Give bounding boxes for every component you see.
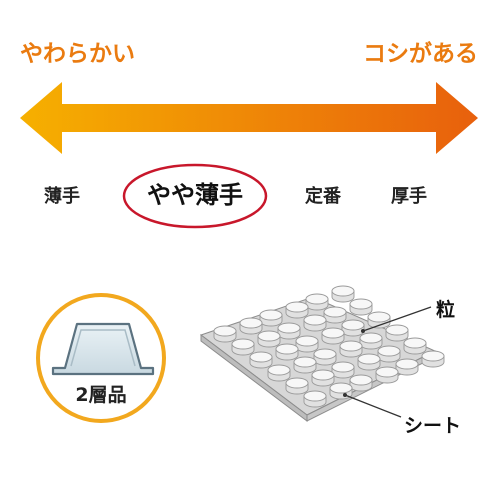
bumper-grain — [331, 285, 355, 303]
bumper-grain — [359, 332, 383, 350]
two-layer-badge — [36, 293, 166, 423]
bumper-grain — [293, 356, 317, 374]
highlight-ring — [122, 163, 268, 229]
bumper-grain — [313, 348, 337, 366]
bumper-grain — [403, 337, 427, 355]
bumper-grain — [357, 353, 381, 371]
bumper-grain — [331, 361, 355, 379]
bumper-grain — [321, 327, 345, 345]
bumper-grain — [303, 390, 327, 408]
bumper-grain — [249, 351, 273, 369]
bumper-grain — [349, 298, 373, 316]
bumper-grain — [377, 345, 401, 363]
bumper-grain — [385, 324, 409, 342]
bumper-grain — [259, 309, 283, 327]
softness-label: やわらかい — [20, 41, 135, 67]
scale-level-standard: 定番 — [305, 186, 341, 207]
bumper-grain — [339, 340, 363, 358]
bumper-grain — [311, 369, 335, 387]
bumper-grains — [213, 285, 445, 408]
bumper-grain — [303, 314, 327, 332]
bumper-grain — [375, 366, 399, 384]
layer-profile-icon — [51, 322, 155, 376]
bumper-grain — [275, 343, 299, 361]
bumper-grain — [285, 301, 309, 319]
bumper-grain — [305, 293, 329, 311]
badge-label: 2層品 — [75, 384, 127, 406]
bumper-grain — [323, 306, 347, 324]
bumper-grain — [213, 325, 237, 343]
bumper-grain — [239, 317, 263, 335]
bumper-pad-sheet-illustration — [199, 285, 445, 423]
double-arrow-icon — [20, 82, 478, 154]
bumper-grain — [295, 335, 319, 353]
bumper-grain — [231, 338, 255, 356]
firmness-label: コシがある — [363, 41, 478, 67]
bumper-grain — [421, 350, 445, 368]
bumper-grain — [349, 374, 373, 392]
bumper-grain — [395, 358, 419, 376]
bumper-grain — [267, 364, 291, 382]
bumper-grain — [341, 319, 365, 337]
scale-level-thin: 薄手 — [44, 186, 80, 207]
bumper-grain — [277, 322, 301, 340]
grain-callout-label: 粒 — [436, 299, 456, 321]
scale-level-thick: 厚手 — [391, 186, 427, 207]
sheet-callout-label: シート — [404, 415, 462, 437]
bumper-grain — [285, 377, 309, 395]
scale-level-slightly-thin: やや薄手 — [147, 181, 243, 209]
bumper-grain — [367, 311, 391, 329]
bumper-grain — [257, 330, 281, 348]
